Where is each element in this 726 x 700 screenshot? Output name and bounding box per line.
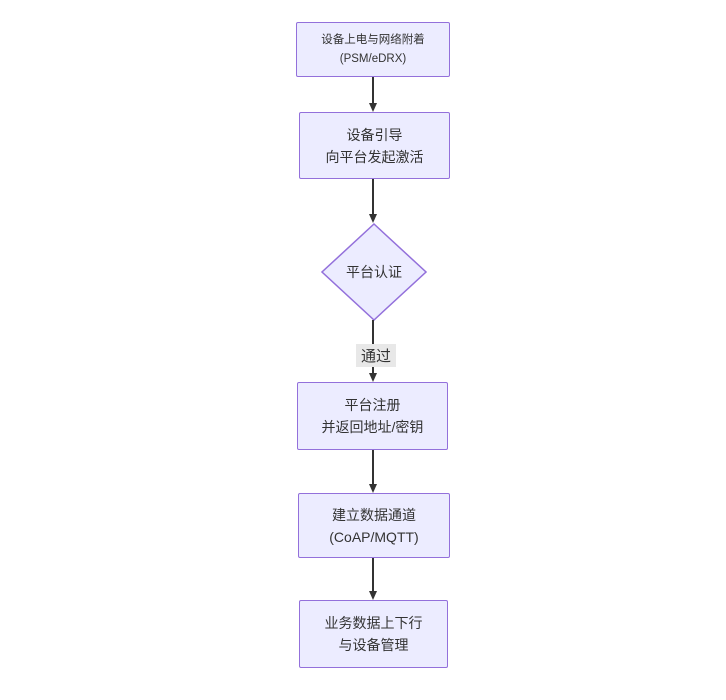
node-line: 并返回地址/密钥 xyxy=(321,419,424,435)
node-line: 平台注册 xyxy=(344,397,401,413)
node-line: (PSM/eDRX) xyxy=(339,52,407,65)
edge-label-pass: 通过 xyxy=(356,344,396,367)
node-line: 建立数据通道 xyxy=(332,506,416,523)
arrowhead-icon xyxy=(368,591,377,600)
flow-edge-line xyxy=(372,558,374,592)
node-data-channel: 建立数据通道 (CoAP/MQTT) xyxy=(298,493,450,558)
diamond-shape xyxy=(321,223,427,321)
node-line: (CoAP/MQTT) xyxy=(329,528,419,545)
arrowhead-icon xyxy=(368,214,377,223)
node-line: 向平台发起激活 xyxy=(325,148,424,165)
node-line: 业务数据上下行 xyxy=(324,615,423,631)
arrowhead-icon xyxy=(368,484,377,493)
node-business-data-mgmt: 业务数据上下行 与设备管理 xyxy=(299,600,448,668)
arrowhead-icon xyxy=(368,103,377,112)
node-line: 与设备管理 xyxy=(338,637,409,653)
node-line: 设备引导 xyxy=(346,126,403,143)
node-device-bootstrap: 设备引导 向平台发起激活 xyxy=(299,112,450,179)
decision-label: 平台认证 xyxy=(346,264,402,280)
decision-platform-auth: 平台认证 xyxy=(321,223,427,321)
flow-edge-line xyxy=(372,450,374,485)
node-line: 设备上电与网络附着 xyxy=(321,33,425,46)
arrowhead-icon xyxy=(368,373,377,382)
flow-edge-line xyxy=(372,179,374,215)
node-power-network-attach: 设备上电与网络附着 (PSM/eDRX) xyxy=(296,22,450,77)
node-platform-register: 平台注册 并返回地址/密钥 xyxy=(297,382,448,450)
flow-edge-line xyxy=(372,77,374,104)
